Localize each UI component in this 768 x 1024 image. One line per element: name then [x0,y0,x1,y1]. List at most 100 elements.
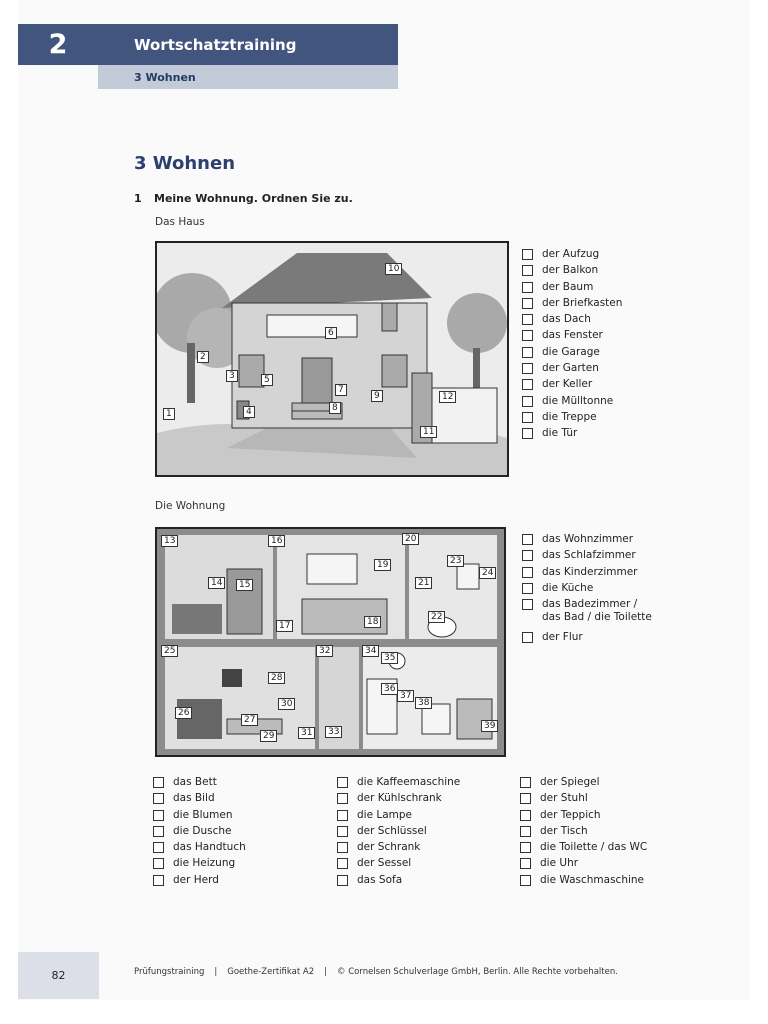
apt-number-35: 35 [381,652,399,664]
checkbox[interactable] [522,379,533,391]
house-number-6: 6 [325,327,337,339]
room-options-list: das Wohnzimmer das Schlafzimmer das Kind… [522,533,652,647]
option-dach: das Dach [522,313,622,329]
option-kaffeemaschine: die Kaffeemaschine [337,776,460,792]
apt-number-22: 22 [428,611,446,623]
checkbox[interactable] [153,777,164,788]
house-number-5: 5 [261,374,273,386]
checkbox[interactable] [337,858,348,870]
apt-number-30: 30 [278,698,296,710]
task-text: Meine Wohnung. Ordnen Sie zu. [154,192,353,205]
checkbox[interactable] [522,428,533,440]
checkbox[interactable] [337,825,348,837]
house-number-11: 11 [420,426,438,438]
footer-copyright: © Cornelsen Schulverlage GmbH, Berlin. A… [337,967,618,977]
checkbox[interactable] [153,809,164,821]
footer-part2: Goethe-Zertifikat A2 [227,967,315,977]
apt-number-18: 18 [364,616,382,628]
chapter-title: Wortschatztraining [98,24,398,65]
checkbox[interactable] [153,842,164,854]
option-kueche: die Küche [522,582,652,598]
checkbox[interactable] [522,249,533,260]
option-flur: der Flur [522,631,652,647]
checkbox[interactable] [522,346,533,358]
checkbox[interactable] [522,550,533,562]
checkbox[interactable] [520,858,531,870]
option-stuhl: der Stuhl [520,792,647,808]
house-illustration: 1 2 3 4 5 6 7 8 9 10 11 12 [155,241,509,477]
checkbox[interactable] [337,777,348,788]
checkbox[interactable] [522,314,533,326]
option-wohnzimmer: das Wohnzimmer [522,533,652,549]
page-number: 82 [18,952,99,999]
checkbox[interactable] [337,842,348,854]
option-treppe: die Treppe [522,411,622,427]
checkbox[interactable] [153,825,164,837]
house-number-7: 7 [335,384,347,396]
apt-number-26: 26 [175,707,193,719]
checkbox[interactable] [520,842,531,854]
checkbox[interactable] [337,874,348,886]
option-balkon: der Balkon [522,264,622,280]
option-tisch: der Tisch [520,825,647,841]
checkbox[interactable] [522,330,533,342]
house-number-4: 4 [243,406,255,418]
chapter-subtitle: 3 Wohnen [98,65,398,89]
checkbox[interactable] [522,265,533,277]
checkbox[interactable] [522,599,533,611]
page-background [18,0,750,1000]
footer-separator: | [214,967,218,977]
house-number-12: 12 [439,391,457,403]
option-blumen: die Blumen [153,809,246,825]
option-schrank: der Schrank [337,841,460,857]
apt-number-36: 36 [381,683,399,695]
checkbox[interactable] [520,809,531,821]
option-kuehlschrank: der Kühlschrank [337,792,460,808]
checkbox[interactable] [153,793,164,805]
option-garage: die Garage [522,346,622,362]
checkbox[interactable] [522,363,533,375]
apt-number-38: 38 [415,697,433,709]
apt-number-23: 23 [447,555,465,567]
footer-part1: Prüfungstraining [134,967,205,977]
option-schlafzimmer: das Schlafzimmer [522,549,652,565]
apt-number-33: 33 [325,726,343,738]
apartment-illustration: 13 14 15 16 17 18 19 20 21 22 23 24 25 2… [155,527,506,757]
option-spiegel: der Spiegel [520,776,647,792]
checkbox[interactable] [522,297,533,309]
checkbox[interactable] [520,874,531,886]
option-toilette: die Toilette / das WC [520,841,647,857]
checkbox[interactable] [153,874,164,886]
checkbox[interactable] [520,777,531,788]
objects-list-col1: das Bett das Bild die Blumen die Dusche … [153,776,246,890]
option-kinderzimmer: das Kinderzimmer [522,566,652,582]
apt-number-13: 13 [161,535,179,547]
option-tuer: die Tür [522,427,622,443]
option-dusche: die Dusche [153,825,246,841]
checkbox[interactable] [522,411,533,423]
house-number-10: 10 [385,263,403,275]
checkbox[interactable] [522,566,533,578]
option-badezimmer: das Badezimmer /das Bad / die Toilette [522,598,652,631]
checkbox[interactable] [337,809,348,821]
checkbox[interactable] [522,534,533,545]
apt-number-15: 15 [236,579,254,591]
house-options-list: der Aufzug der Balkon der Baum der Brief… [522,248,622,444]
checkbox[interactable] [337,793,348,805]
checkbox[interactable] [522,281,533,293]
checkbox[interactable] [522,631,533,643]
checkbox[interactable] [522,395,533,407]
apt-number-37: 37 [397,690,415,702]
checkbox[interactable] [522,582,533,594]
option-schluessel: der Schlüssel [337,825,460,841]
option-baum: der Baum [522,281,622,297]
checkbox[interactable] [520,793,531,805]
apt-number-17: 17 [276,620,294,632]
apt-number-29: 29 [260,730,278,742]
checkbox[interactable] [153,858,164,870]
option-fenster: das Fenster [522,329,622,345]
checkbox[interactable] [520,825,531,837]
objects-list-col2: die Kaffeemaschine der Kühlschrank die L… [337,776,460,890]
option-heizung: die Heizung [153,857,246,873]
